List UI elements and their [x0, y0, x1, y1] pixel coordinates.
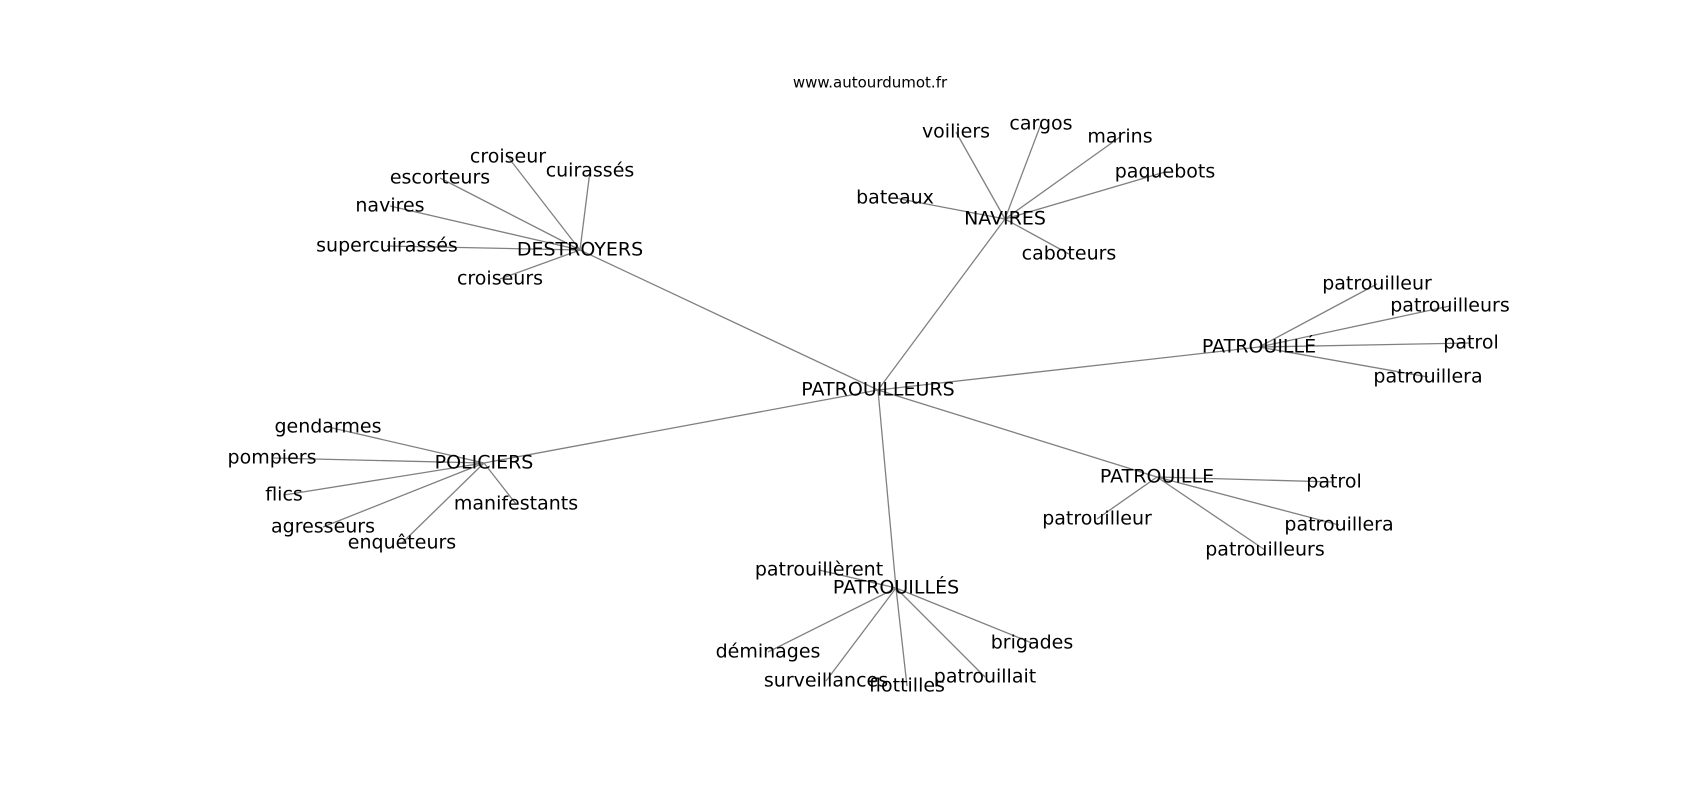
edge-patrouille-patrouilleur [1258, 283, 1378, 348]
leaf-node-patrouilleur: patrouilleur [1042, 508, 1152, 530]
hub-node-patrouille: PATROUILLÉ [1202, 335, 1316, 358]
leaf-node-bateaux: bateaux [856, 187, 934, 209]
center-node-label: PATROUILLEURS [801, 379, 954, 401]
edge-patrouille-patrouilleurs [1258, 305, 1451, 348]
edge-patrouilles-deminages [767, 587, 897, 653]
leaf-node-manifestants: manifestants [454, 493, 578, 515]
leaf-node-patrouillait: patrouillait [934, 666, 1036, 688]
edge-center-patrouille [877, 389, 1158, 478]
edge-policiers-pompiers [271, 457, 485, 464]
leaf-node-patrol: patrol [1443, 332, 1498, 354]
edge-destroyers-croiseur [507, 156, 581, 251]
hub-node-patrouille: PATROUILLE [1100, 466, 1214, 488]
leaf-node-escorteurs: escorteurs [390, 167, 490, 189]
graph-edges [271, 123, 1472, 687]
leaf-node-flottilles: flottilles [869, 675, 945, 697]
leaf-node-patrouilleur: patrouilleur [1322, 273, 1432, 295]
hub-node-policiers: POLICIERS [435, 452, 534, 474]
leaf-node-cuirasses: cuirassés [546, 160, 635, 182]
leaf-node-gendarmes: gendarmes [274, 416, 381, 438]
edge-destroyers-croiseurs [499, 249, 581, 280]
hub-node-destroyers: DESTROYERS [517, 239, 643, 261]
edge-patrouille-patrouillera [1156, 476, 1340, 526]
edge-patrouilles-patrouillait [895, 587, 986, 678]
graph-labels: PATROUILLEURS DESTROYERS croiseurcuirassés… [228, 113, 1510, 697]
leaf-node-caboteurs: caboteurs [1022, 243, 1117, 265]
edge-patrouille-patrouillera [1258, 346, 1429, 378]
edge-navires-bateaux [894, 197, 1006, 220]
leaf-node-deminages: déminages [716, 641, 821, 663]
leaf-node-patrouillera: patrouillera [1284, 514, 1393, 536]
edge-center-destroyers [579, 249, 879, 391]
leaf-node-navires: navires [355, 195, 424, 217]
leaf-node-patrol: patrol [1306, 471, 1361, 493]
hub-node-patrouilles: PATROUILLÉS [833, 576, 959, 599]
edge-policiers-manifestants [483, 462, 517, 505]
edge-navires-voiliers [955, 131, 1006, 220]
edge-destroyers-supercuirasses [386, 245, 581, 251]
leaf-node-croiseur: croiseur [470, 146, 546, 168]
edge-destroyers-cuirasses [579, 170, 591, 251]
edge-patrouilles-brigades [895, 587, 1033, 644]
leaf-node-cargos: cargos [1009, 113, 1072, 135]
edge-patrouille-patrol [1156, 476, 1335, 483]
edge-policiers-gendarmes [327, 426, 485, 464]
leaf-node-brigades: brigades [991, 632, 1074, 654]
edge-patrouille-patrouilleurs [1156, 476, 1266, 551]
edge-destroyers-escorteurs [439, 177, 581, 251]
leaf-node-paquebots: paquebots [1115, 161, 1216, 183]
leaf-node-enqueteurs: enquêteurs [348, 532, 456, 554]
leaf-node-patrouillera: patrouillera [1373, 366, 1482, 388]
leaf-node-patrouillerent: patrouillèrent [755, 559, 883, 581]
leaf-node-surveillances: surveillances [764, 670, 888, 692]
edge-patrouilles-flottilles [895, 587, 908, 687]
edge-policiers-flics [283, 462, 485, 496]
leaf-node-agresseurs: agresseurs [271, 516, 375, 538]
leaf-node-croiseurs: croiseurs [457, 268, 543, 290]
leaf-node-patrouilleurs: patrouilleurs [1390, 295, 1510, 317]
edge-center-patrouilles [877, 389, 897, 589]
edge-patrouille-patrol [1258, 342, 1472, 348]
edge-patrouilles-patrouillerent [818, 569, 897, 589]
leaf-node-pompiers: pompiers [228, 447, 317, 469]
watermark-text: www.autourdumot.fr [793, 74, 948, 92]
edge-patrouilles-surveillances [825, 587, 897, 682]
edge-navires-paquebots [1004, 171, 1166, 220]
leaf-node-supercuirasses: supercuirassés [316, 235, 458, 257]
edge-center-policiers [483, 389, 879, 464]
edge-navires-marins [1004, 136, 1121, 220]
edge-center-navires [877, 218, 1006, 391]
edge-center-patrouille [877, 346, 1260, 391]
edge-destroyers-navires [389, 205, 581, 251]
leaf-node-flics: flics [265, 484, 303, 506]
hub-node-navires: NAVIRES [964, 208, 1046, 230]
leaf-node-patrouilleurs: patrouilleurs [1205, 539, 1325, 561]
edge-patrouille-patrouilleur [1096, 476, 1158, 520]
leaf-node-marins: marins [1087, 126, 1152, 148]
edge-policiers-enqueteurs [401, 462, 485, 544]
edge-navires-cargos [1004, 123, 1042, 220]
edge-policiers-agresseurs [322, 462, 485, 528]
leaf-node-voiliers: voiliers [922, 121, 990, 143]
edge-navires-caboteurs [1004, 218, 1070, 255]
